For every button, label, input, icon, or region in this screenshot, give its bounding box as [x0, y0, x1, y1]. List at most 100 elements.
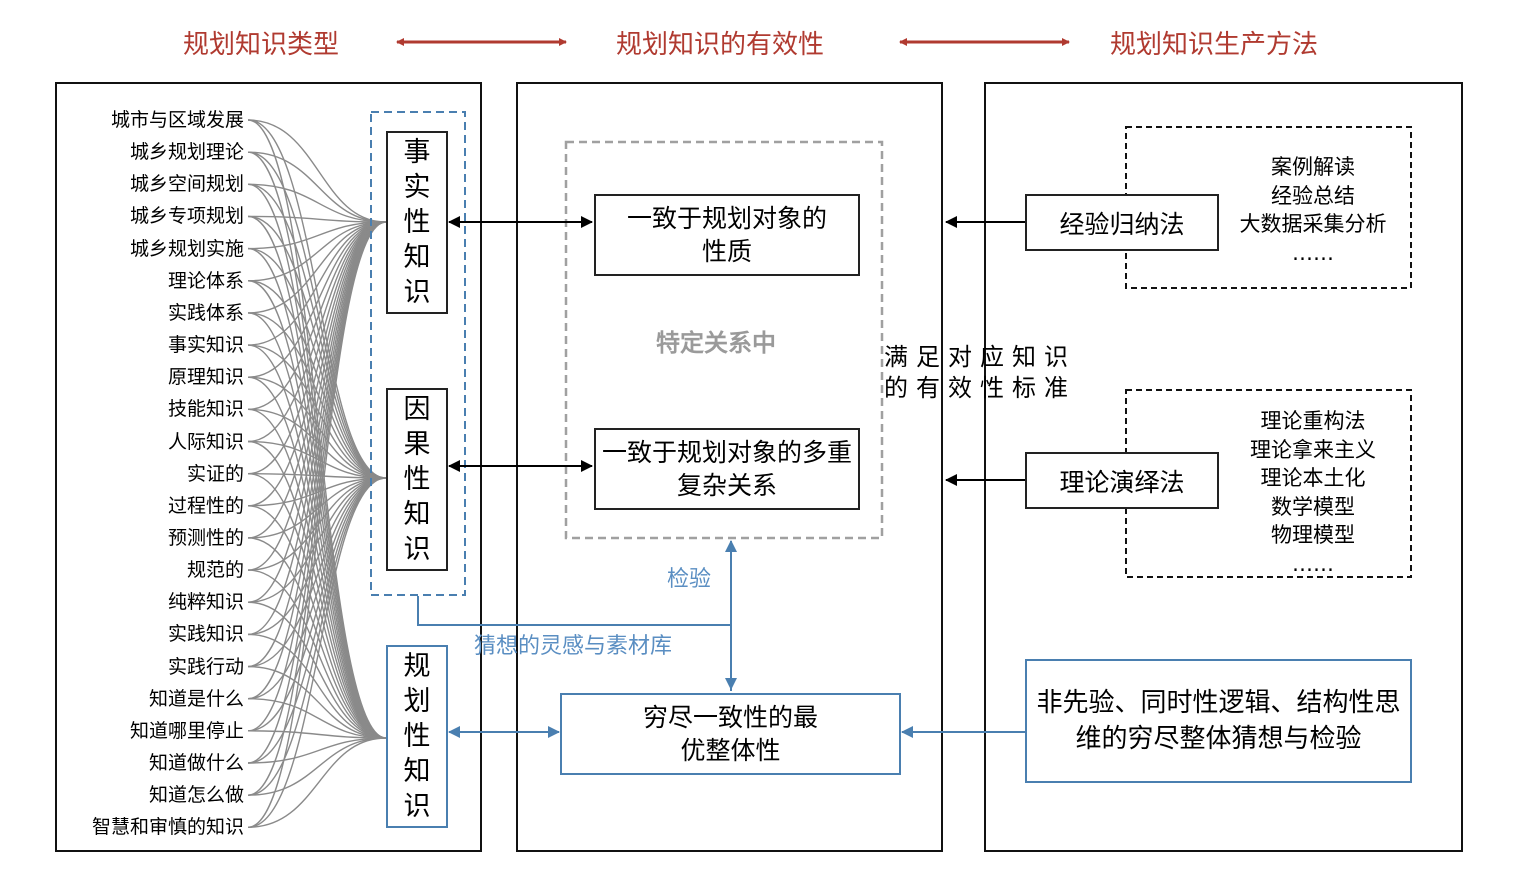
- deductive-list-item: 理论拿来主义: [1250, 437, 1376, 462]
- factual-knowledge-box: 事实性知识: [386, 131, 448, 314]
- mapping-curve: [247, 477, 387, 732]
- knowledge-item: 城乡专项规划: [129, 205, 244, 228]
- mapping-curve: [247, 737, 387, 828]
- mapping-curve: [247, 221, 387, 475]
- nature-box-label: 一致于规划对象的性质: [626, 204, 827, 266]
- validity-standard-label: 满足对应知识的有效性标准: [884, 343, 1076, 402]
- mapping-curve: [247, 247, 387, 479]
- mapping-curve: [247, 601, 387, 739]
- mapping-curve: [247, 633, 387, 739]
- deductive-method-label: 理论演绎法: [1059, 467, 1185, 497]
- mapping-curve: [247, 221, 387, 282]
- mapping-curve: [247, 221, 387, 828]
- knowledge-item: 原理知识: [167, 366, 244, 389]
- mapping-curve: [247, 477, 387, 668]
- relation-box-label: 一致于规划对象的多重复杂关系: [602, 438, 853, 500]
- mapping-curve: [247, 221, 387, 443]
- empirical-method-label: 经验归纳法: [1059, 209, 1185, 239]
- knowledge-item: 城乡规划实施: [129, 237, 244, 260]
- nature-box: 一致于规划对象的性质: [594, 194, 860, 276]
- holistic-method-box: 非先验、同时性逻辑、结构性思维的穷尽整体猜想与检验: [1025, 659, 1412, 783]
- mapping-curve: [247, 477, 387, 828]
- dashed-group-factual-causal: [370, 111, 466, 596]
- deductive-list-item: 数学模型: [1271, 494, 1355, 519]
- knowledge-item: 技能知识: [167, 398, 244, 421]
- mapping-curve: [247, 477, 387, 636]
- deductive-list-item: ……: [1292, 551, 1334, 576]
- knowledge-item: 知道哪里停止: [129, 719, 244, 742]
- holistic-method-label: 非先验、同时性逻辑、结构性思维的穷尽整体猜想与检验: [1036, 688, 1401, 754]
- mapping-curve: [247, 477, 387, 603]
- deductive-list-item: 理论本土化: [1260, 466, 1366, 490]
- mapping-curve: [247, 221, 387, 571]
- empirical-list-item: 经验总结: [1271, 183, 1355, 208]
- mapping-curve: [247, 221, 387, 539]
- empirical-list-item: 案例解读: [1271, 155, 1355, 179]
- optimal-holistic-label: 穷尽一致性的最优整体性: [642, 703, 818, 765]
- mapping-curve: [247, 477, 387, 764]
- factual-knowledge-label: 事实性知识: [403, 137, 431, 308]
- right-panel: [984, 82, 1463, 852]
- knowledge-item: 城乡空间规划: [129, 173, 244, 196]
- mapping-curve: [247, 221, 387, 603]
- knowledge-mapping-curves: [247, 119, 387, 828]
- knowledge-item: 理论体系: [167, 269, 244, 292]
- deductive-method-box: 理论演绎法: [1025, 452, 1219, 509]
- relation-box: 一致于规划对象的多重复杂关系: [594, 428, 860, 510]
- knowledge-item: 纯粹知识: [167, 591, 244, 614]
- knowledge-item: 知道做什么: [148, 752, 244, 774]
- knowledge-item: 城乡规划理论: [129, 141, 244, 164]
- mapping-curve: [247, 221, 387, 411]
- mapping-curve: [247, 183, 387, 223]
- planning-knowledge-label: 规划性知识: [403, 651, 431, 822]
- specific-relation-label: 特定关系中: [656, 329, 776, 357]
- test-label: 检验: [667, 567, 712, 592]
- empirical-list-item: ……: [1292, 240, 1334, 265]
- causal-knowledge-label: 因果性知识: [403, 394, 431, 565]
- deductive-list-item: 物理模型: [1271, 523, 1355, 547]
- knowledge-item: 城市与区域发展: [110, 109, 244, 131]
- mapping-curve: [247, 737, 387, 764]
- mapping-curve: [247, 221, 387, 346]
- causal-knowledge-box: 因果性知识: [386, 388, 448, 571]
- arrow-inspiration-down: [417, 596, 737, 690]
- knowledge-item: 实践体系: [167, 301, 244, 324]
- optimal-holistic-box: 穷尽一致性的最优整体性: [560, 693, 901, 775]
- header-knowledge-validity: 规划知识的有效性: [616, 30, 825, 60]
- mapping-curve: [247, 119, 387, 223]
- empirical-method-box: 经验归纳法: [1025, 194, 1219, 251]
- mapping-curve: [247, 477, 387, 700]
- knowledge-item: 人际知识: [167, 430, 244, 453]
- knowledge-item: 知道怎么做: [148, 784, 244, 807]
- knowledge-item: 智慧和审慎的知识: [91, 816, 244, 839]
- inspiration-label: 猜想的灵感与素材库: [474, 634, 673, 659]
- knowledge-item: 实践知识: [167, 623, 244, 646]
- empirical-list: 案例解读 经验总结 大数据采集分析 ……: [1218, 153, 1408, 267]
- mapping-curve: [247, 151, 387, 223]
- header-production-methods: 规划知识生产方法: [1110, 30, 1319, 60]
- mapping-curve: [247, 698, 387, 739]
- knowledge-item: 预测性的: [167, 526, 244, 549]
- knowledge-item: 实证的: [186, 462, 244, 485]
- knowledge-item: 过程性的: [167, 494, 244, 517]
- knowledge-item: 事实知识: [167, 334, 244, 357]
- header-knowledge-types: 规划知识类型: [183, 30, 340, 60]
- deductive-list-item: 理论重构法: [1260, 409, 1366, 433]
- mapping-curve: [247, 730, 387, 739]
- knowledge-item: 规范的: [186, 559, 244, 582]
- dashed-group-specific-relation: [564, 140, 884, 540]
- mapping-curve: [247, 215, 387, 223]
- knowledge-item: 知道是什么: [148, 687, 244, 710]
- mapping-curve: [247, 221, 387, 250]
- mapping-curve: [247, 221, 387, 507]
- mapping-curve: [247, 737, 387, 796]
- mapping-curve: [247, 221, 387, 378]
- planning-knowledge-box: 规划性知识: [386, 645, 448, 828]
- mapping-curve: [247, 221, 387, 314]
- mapping-curve: [247, 477, 387, 796]
- deductive-list: 理论重构法 理论拿来主义 理论本土化 数学模型 物理模型 ……: [1218, 407, 1408, 578]
- empirical-list-item: 大数据采集分析: [1239, 212, 1387, 236]
- mapping-curve: [247, 221, 387, 636]
- knowledge-item: 实践行动: [167, 655, 244, 678]
